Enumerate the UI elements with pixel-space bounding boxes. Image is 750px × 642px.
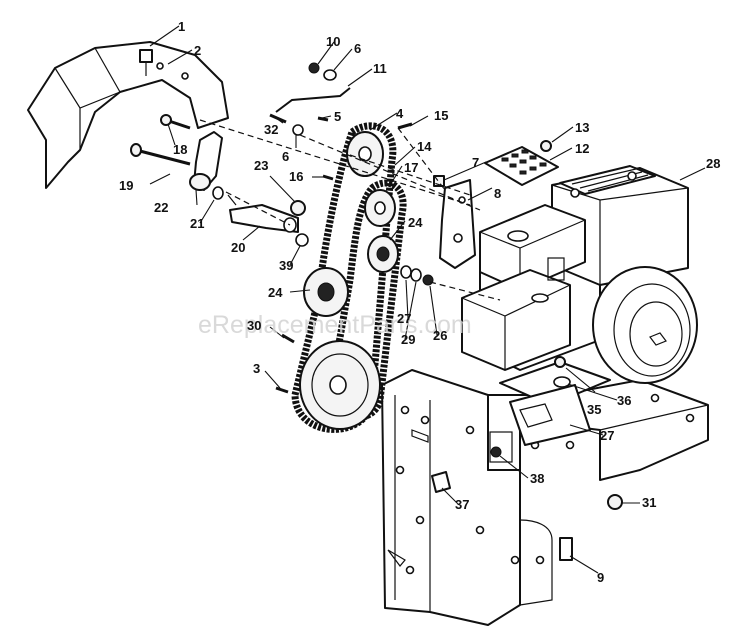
callout-11: 11 xyxy=(373,61,387,76)
callout-1: 1 xyxy=(178,19,185,34)
callout-23: 23 xyxy=(254,158,268,173)
callout-4: 4 xyxy=(396,106,404,121)
watermark-text: eReplacementParts.com xyxy=(198,311,472,339)
callout-labels: 1 2 3 4 5 6 6 7 8 9 10 11 12 13 14 15 16… xyxy=(119,19,720,585)
callout-27b: 27 xyxy=(600,428,614,443)
callout-26: 26 xyxy=(433,328,447,343)
callout-24a: 24 xyxy=(408,215,423,230)
callout-29: 29 xyxy=(401,332,415,347)
hardware xyxy=(130,49,623,561)
control-rod xyxy=(275,87,351,113)
callout-39: 39 xyxy=(279,258,293,273)
callout-31: 31 xyxy=(642,495,656,510)
callout-5: 5 xyxy=(334,109,341,124)
callout-8: 8 xyxy=(494,186,501,201)
callout-21: 21 xyxy=(190,216,204,231)
callout-28: 28 xyxy=(706,156,720,171)
callout-17: 17 xyxy=(404,160,418,175)
callout-30: 30 xyxy=(247,318,261,333)
leader-lines xyxy=(149,25,706,574)
callout-38: 38 xyxy=(530,471,544,486)
callout-14: 14 xyxy=(417,139,432,154)
callout-3: 3 xyxy=(253,361,260,376)
callout-27a: 27 xyxy=(397,311,411,326)
callout-16: 16 xyxy=(289,169,303,184)
engine xyxy=(461,165,698,384)
callout-18: 18 xyxy=(173,142,187,157)
callout-6a: 6 xyxy=(354,41,361,56)
callout-24b: 24 xyxy=(268,285,283,300)
belt-guide xyxy=(439,179,476,269)
callout-9: 9 xyxy=(597,570,604,585)
callout-12: 12 xyxy=(575,141,589,156)
callout-15: 15 xyxy=(434,108,448,123)
belt-guard xyxy=(27,41,229,189)
callout-13: 13 xyxy=(575,120,589,135)
callout-36: 36 xyxy=(617,393,631,408)
muffler-shield xyxy=(484,146,559,186)
callout-20: 20 xyxy=(231,240,245,255)
callout-35: 35 xyxy=(587,402,601,417)
callout-22: 22 xyxy=(154,200,168,215)
callout-37: 37 xyxy=(455,497,469,512)
callout-32: 32 xyxy=(264,122,278,137)
callout-10: 10 xyxy=(326,34,340,49)
callout-19: 19 xyxy=(119,178,133,193)
idler-arm xyxy=(189,131,299,233)
alignment-lines xyxy=(199,119,501,301)
pulleys xyxy=(299,131,399,430)
callout-2: 2 xyxy=(194,43,201,58)
callout-7: 7 xyxy=(472,155,479,170)
callout-6b: 6 xyxy=(282,149,289,164)
